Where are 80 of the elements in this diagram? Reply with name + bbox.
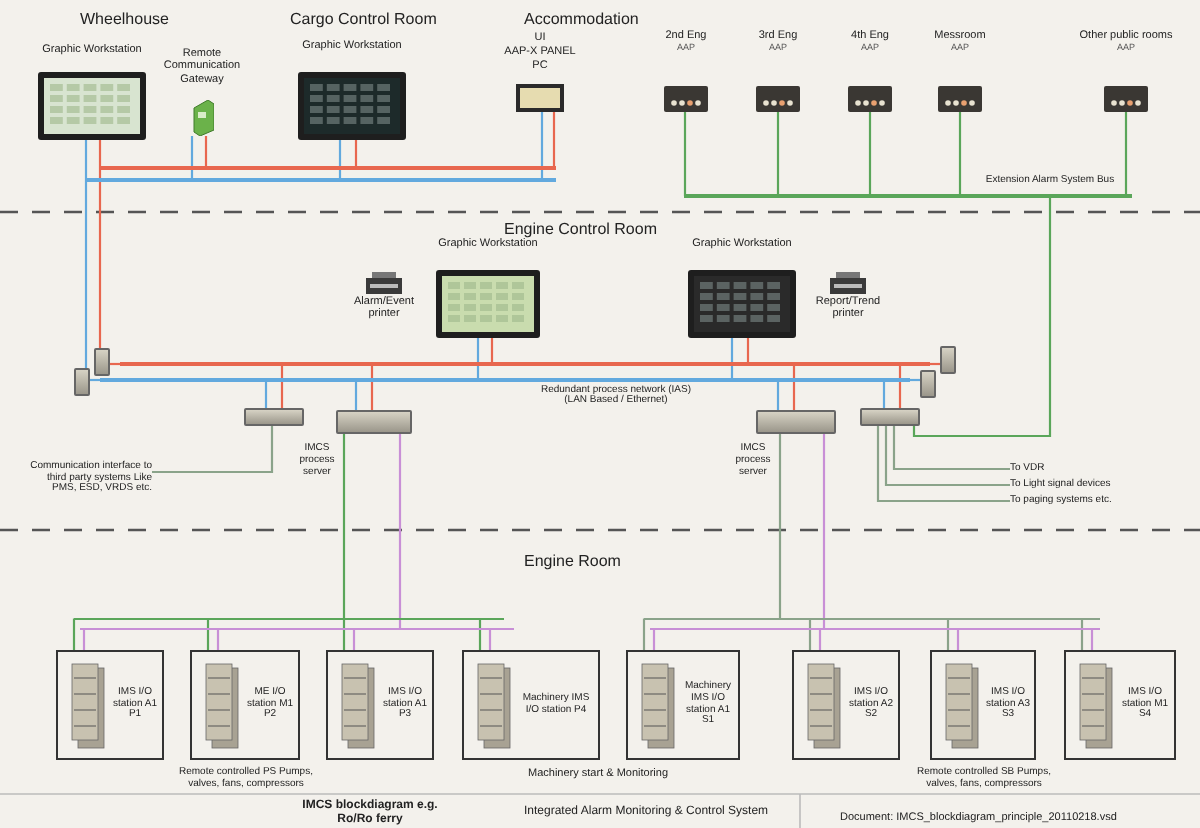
connection-line (808, 618, 812, 650)
connection-line (82, 628, 86, 650)
bus-line (644, 617, 1100, 620)
connection-line (190, 136, 194, 180)
connection-line (778, 434, 782, 619)
network-switch (74, 368, 90, 396)
connection-line (84, 140, 88, 180)
connection-line (478, 618, 482, 650)
bus-line (74, 617, 504, 620)
connection-line (342, 618, 346, 650)
zone-title: Engine Control Room (504, 220, 659, 238)
connection-line (730, 338, 734, 380)
connection-line (488, 628, 492, 650)
connection-line (746, 338, 750, 364)
zone-title: Accommodation (524, 10, 641, 29)
bus-line (120, 362, 930, 366)
zone-title: Wheelhouse (80, 10, 171, 29)
connection-line (110, 362, 120, 366)
connection-line (876, 426, 1010, 503)
connection-line (956, 628, 960, 650)
connection-line (776, 380, 780, 410)
io-station-box (1064, 650, 1176, 760)
connection-line (898, 364, 902, 408)
process-server (244, 408, 304, 426)
connection-line (152, 426, 274, 474)
connection-line (338, 140, 342, 180)
network-switch (920, 370, 936, 398)
network-switch (94, 348, 110, 376)
connection-line (1124, 112, 1128, 196)
connection-line (946, 618, 950, 650)
connection-line (1090, 628, 1094, 650)
connection-line (98, 140, 102, 168)
connection-line (868, 112, 872, 196)
connection-line (958, 112, 962, 196)
connection-line (792, 364, 796, 410)
process-server (860, 408, 920, 426)
connection-line (490, 338, 494, 364)
connection-line (930, 362, 940, 366)
connection-line (264, 380, 268, 408)
connection-line (642, 618, 646, 650)
zone-title: Engine Room (524, 552, 623, 571)
connection-line (98, 168, 102, 348)
connection-line (476, 338, 480, 380)
connection-line (912, 196, 1052, 438)
network-switch (940, 346, 956, 374)
connection-line (884, 426, 1010, 487)
bus-line (86, 178, 556, 182)
connection-line (652, 628, 656, 650)
bus-line (100, 166, 556, 170)
connection-line (882, 380, 886, 408)
bus-line (80, 627, 514, 630)
connection-line (1080, 618, 1084, 650)
connection-line (206, 618, 210, 650)
io-station-box (326, 650, 434, 760)
io-station-box (462, 650, 600, 760)
connection-line (216, 628, 220, 650)
connection-line (540, 112, 544, 180)
connection-line (90, 378, 100, 382)
connection-line (398, 434, 402, 629)
connection-line (204, 136, 208, 168)
connection-line (910, 378, 920, 382)
connection-line (342, 434, 346, 619)
zone-title: Cargo Control Room (290, 10, 439, 29)
connection-line (280, 364, 284, 408)
bus-line (650, 627, 1100, 630)
io-station-box (626, 650, 740, 760)
connection-line (683, 112, 687, 196)
io-station-box (792, 650, 900, 760)
connection-line (818, 628, 822, 650)
connection-line (822, 434, 826, 629)
connection-line (72, 618, 76, 650)
connection-line (892, 426, 1010, 471)
io-station-box (56, 650, 164, 760)
connection-line (354, 380, 358, 410)
connection-line (552, 112, 556, 168)
connection-line (354, 140, 358, 168)
connection-line (776, 112, 780, 196)
connection-line (84, 180, 88, 368)
connection-line (370, 364, 374, 410)
connection-line (352, 628, 356, 650)
